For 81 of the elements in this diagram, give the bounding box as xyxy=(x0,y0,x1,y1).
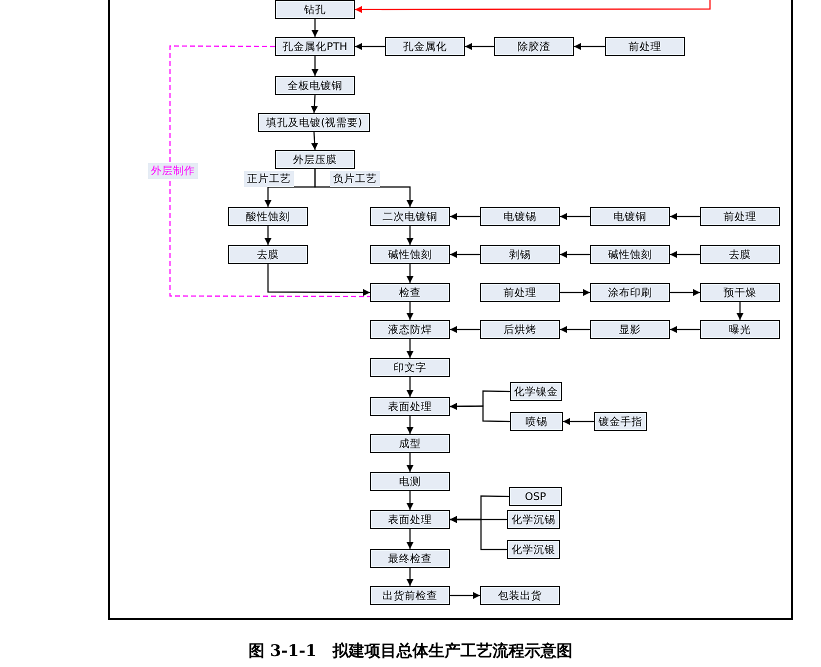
process-box: 填孔及电镀(视需要) xyxy=(258,113,370,132)
arrow xyxy=(450,402,510,422)
process-box: 曝光 xyxy=(700,320,780,339)
process-box: 表面处理 xyxy=(370,397,450,416)
arrow xyxy=(406,491,414,510)
process-box: 喷锡 xyxy=(510,412,563,431)
process-box: 电测 xyxy=(370,472,450,491)
process-box: 最终检查 xyxy=(370,549,450,568)
process-box: 电镀锡 xyxy=(480,207,560,226)
arrow xyxy=(264,226,272,245)
process-box: 涂布印刷 xyxy=(590,283,670,302)
process-box: 酸性蚀刻 xyxy=(228,207,308,226)
arrow xyxy=(406,568,414,586)
arrow xyxy=(560,326,590,333)
arrow xyxy=(670,251,700,258)
arrow xyxy=(355,43,385,50)
process-box: 前处理 xyxy=(700,207,780,226)
arrow xyxy=(312,56,318,76)
process-box: 碱性蚀刻 xyxy=(370,245,450,264)
arrow xyxy=(406,529,414,549)
arrow xyxy=(736,302,744,320)
arrow xyxy=(670,326,700,333)
arrow xyxy=(560,289,590,296)
arrow xyxy=(450,326,480,333)
arrow xyxy=(560,213,590,220)
arrow xyxy=(450,592,480,599)
process-box: 出货前检查 xyxy=(370,586,450,605)
arrow xyxy=(406,453,414,472)
process-box: 印文字 xyxy=(370,358,450,377)
process-box: 显影 xyxy=(590,320,670,339)
process-box: 前处理 xyxy=(605,37,685,56)
process-box: 去膜 xyxy=(228,245,308,264)
process-box: 除胶渣 xyxy=(494,37,574,56)
process-box: 碱性蚀刻 xyxy=(590,245,670,264)
arrow xyxy=(406,339,414,358)
process-box: 成型 xyxy=(370,434,450,453)
process-box: 前处理 xyxy=(480,283,560,302)
process-box: 去膜 xyxy=(700,245,780,264)
process-box: 液态防焊 xyxy=(370,320,450,339)
process-box: 外层压膜 xyxy=(275,150,355,169)
process-box: 全板电镀铜 xyxy=(275,76,355,95)
edge-label: 外层制作 xyxy=(148,163,198,179)
process-box: 剥锡 xyxy=(480,245,560,264)
process-box: 化学沉锡 xyxy=(507,510,560,529)
arrow xyxy=(406,302,414,320)
edge-label: 正片工艺 xyxy=(244,171,294,187)
process-box: 电镀铜 xyxy=(590,207,670,226)
process-box: 孔金属化 xyxy=(385,37,465,56)
process-box: 镀金手指 xyxy=(594,412,647,431)
arrow xyxy=(406,377,414,397)
arrow xyxy=(450,213,480,220)
process-box: 表面处理 xyxy=(370,510,450,529)
arrow xyxy=(406,416,414,434)
process-box: 检查 xyxy=(370,283,450,302)
arrow xyxy=(670,289,700,296)
process-box: OSP xyxy=(509,487,562,506)
arrow xyxy=(560,251,590,258)
arrow xyxy=(670,213,700,220)
process-box: 钻孔 xyxy=(275,0,355,19)
process-box: 化学沉银 xyxy=(507,540,560,559)
arrow xyxy=(311,132,318,150)
process-box: 包装出货 xyxy=(480,586,560,605)
arrow xyxy=(563,418,594,425)
process-box: 预干燥 xyxy=(700,283,780,302)
arrow xyxy=(465,43,494,50)
arrow xyxy=(450,251,480,258)
arrow xyxy=(406,226,414,245)
edge-label: 负片工艺 xyxy=(330,171,380,187)
arrow xyxy=(406,264,414,283)
process-box: 孔金属化PTH xyxy=(275,37,355,56)
arrow xyxy=(355,0,711,13)
arrow xyxy=(574,43,605,50)
arrow xyxy=(314,169,414,207)
process-box: 后烘烤 xyxy=(480,320,560,339)
arrow xyxy=(450,516,507,550)
process-box: 化学镍金 xyxy=(510,382,562,401)
figure-caption: 图 3-1-1 拟建项目总体生产工艺流程示意图 xyxy=(247,641,574,662)
arrow xyxy=(267,264,370,296)
process-box: 二次电镀铜 xyxy=(370,207,450,226)
arrow xyxy=(310,94,318,114)
arrow xyxy=(312,19,318,37)
